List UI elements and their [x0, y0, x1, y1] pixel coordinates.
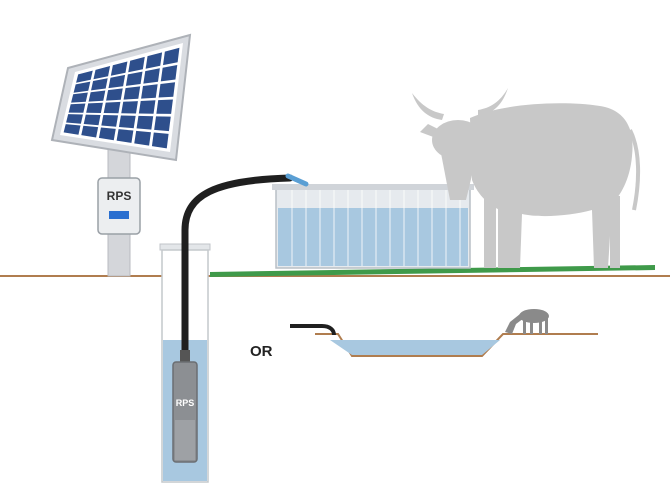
solar-cell [123, 86, 141, 100]
solar-cell [134, 130, 151, 146]
solar-cell [101, 115, 119, 127]
solar-cell [91, 78, 108, 91]
solar-cell [141, 84, 158, 99]
controller-box-icon: RPS [97, 177, 141, 235]
solar-cell [108, 74, 126, 89]
solar-cell [66, 114, 83, 124]
solar-cell [143, 68, 160, 84]
solar-cell [160, 64, 178, 82]
solar-cell [121, 101, 138, 114]
solar-cell [83, 114, 101, 126]
solar-cell [118, 115, 136, 129]
solar-cell [73, 81, 91, 93]
solar-cell [138, 100, 156, 114]
solar-cell [88, 90, 106, 102]
water-tank-icon [272, 184, 474, 269]
solar-cell [86, 102, 103, 113]
submersible-pump-icon: RPS [172, 350, 198, 463]
solar-cell [81, 125, 99, 138]
solar-cell [93, 66, 111, 80]
controller-screen [109, 211, 129, 219]
pond-icon [290, 324, 598, 357]
solar-cell [68, 103, 86, 113]
solar-cell [106, 88, 123, 101]
solar-panel-icon [50, 33, 192, 277]
solar-cell [145, 52, 163, 69]
solar-cell [76, 70, 93, 83]
solar-cell [98, 127, 116, 141]
solar-cell [128, 56, 145, 73]
solar-cell [136, 115, 154, 130]
pump-label: RPS [176, 398, 195, 408]
solar-cell [116, 129, 134, 143]
solar-cell [125, 71, 143, 86]
solar-cell [163, 47, 180, 66]
solar-cell [156, 99, 173, 114]
controller-label: RPS [107, 189, 132, 203]
solar-cell [151, 132, 169, 149]
calf-icon [505, 309, 549, 334]
cow-icon [412, 88, 641, 268]
solar-cell [110, 61, 128, 76]
solar-cell [103, 101, 121, 114]
solar-cell [154, 116, 171, 132]
solar-cell [71, 92, 88, 103]
hose [181, 173, 309, 356]
or-label: OR [250, 343, 273, 360]
solar-cell [63, 124, 81, 135]
solar-cell [158, 82, 176, 98]
